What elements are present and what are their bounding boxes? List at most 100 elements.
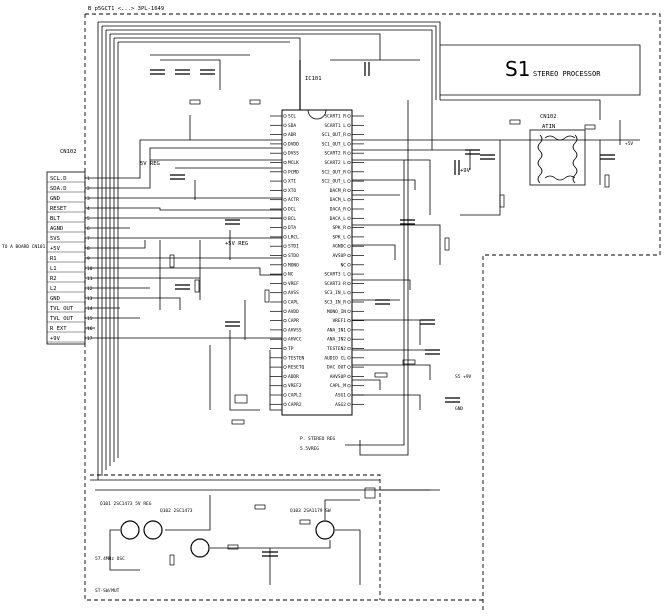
ic-pin-label: SC3_IN_L — [324, 290, 346, 296]
header-ref-label: B p5GCT1 <...> 3PL-1649 — [88, 6, 164, 12]
ic-pin-label: AVSS — [288, 290, 299, 296]
ic-pin-label: AGNDC — [332, 244, 346, 250]
ic-pin-dot — [283, 188, 287, 193]
ic-pin-dot — [347, 244, 351, 248]
ic-pin-label: VREF2 — [288, 383, 302, 389]
ic-pin-dot — [283, 170, 287, 174]
ic-main: IC101 SCLSDAADRDVDDDVSSMCLKPCMDXTIXTOACT… — [270, 76, 364, 416]
bottom-section: Q101 2SC1473 5V REG Q102 2SC1473 Q103 2S… — [90, 474, 440, 600]
connector-pin-name: R2 — [50, 276, 57, 282]
ic-pin-dot — [283, 207, 287, 211]
ic-pin-label: NC — [288, 272, 294, 278]
ic-pin-dot — [347, 365, 351, 369]
ic-pin-label: STDO — [288, 253, 299, 259]
connector-pin-name: BLT — [50, 216, 61, 222]
ic-pin-label: CAPR2 — [288, 402, 302, 408]
label-9v: +9V — [460, 168, 471, 174]
ic-pin-label: MCLK — [288, 160, 299, 166]
ic-pin-dot — [347, 384, 351, 388]
ic-pin-label: AVSUP — [332, 253, 346, 259]
ic-pin-label: LRCL — [288, 234, 299, 240]
ic-pin-label: RESETQ — [288, 365, 305, 371]
ic-pin-label: SC1_OUT_L — [322, 141, 347, 147]
label-sw: S5 +9V — [455, 374, 472, 380]
top-wire-bundle — [97, 21, 441, 480]
left-wiring — [85, 54, 282, 411]
label-55v-reg: 5.5VREG — [300, 446, 319, 452]
ic-second-id: CN102 — [540, 114, 557, 120]
ic-pin-dot — [283, 281, 287, 286]
connector-pin-name: R EXT — [50, 326, 67, 332]
ic-pin-dot — [347, 170, 351, 174]
connector-side-label: TO A BOARD CN101 — [2, 244, 46, 250]
ic-pin-label: SCART3 R — [324, 281, 346, 287]
label-gnd: GND — [455, 406, 463, 412]
ic-pin-dot — [283, 365, 287, 369]
module-border — [440, 44, 641, 96]
ic-pin-dot — [347, 253, 351, 258]
ic-pin-dot — [347, 346, 351, 351]
ic-pin-label: DACM_L — [330, 197, 347, 203]
ic-pin-label: SCART1 L — [324, 123, 346, 129]
connector-pin-number: 11 — [87, 276, 93, 282]
connector-pin-number: 6 — [87, 226, 90, 232]
connector-pin-name: TVL OUT — [50, 306, 74, 312]
ic-second: CN102 ATIN — [529, 114, 586, 186]
transistor-q103 — [190, 538, 210, 558]
ic-pin-label: NC — [341, 262, 347, 268]
connector-pin-number: 15 — [87, 316, 93, 322]
ic-pin-dot — [347, 188, 351, 193]
connector-id: CN102 — [60, 149, 77, 155]
ic-pin-label: ASG1 — [335, 393, 346, 399]
ic-pin-label: SCART3 L — [324, 272, 346, 278]
connector-pin-name: R1 — [50, 256, 57, 262]
ic-pin-dot — [283, 160, 287, 165]
ic-pin-dot — [347, 132, 351, 137]
ic-pin-dot — [283, 142, 287, 146]
module-name: S1 — [505, 57, 530, 81]
ic-pin-dot — [283, 402, 287, 406]
ic-pin-label: CAPL2 — [288, 393, 302, 399]
ic-pin-dot — [347, 179, 351, 183]
connector-pin-name: TVL OUT — [50, 316, 74, 322]
connector-pin-name: 5VS — [50, 236, 60, 242]
ic-pin-label: DVDD — [288, 141, 299, 147]
ic-pin-dot — [347, 393, 351, 397]
connector-pin-number: 8 — [87, 246, 90, 252]
ic-pin-label: SCART2 R — [324, 151, 346, 157]
right-wiring — [299, 59, 640, 456]
label-reg: +5V REG — [225, 241, 248, 247]
ic-pin-dot — [283, 356, 287, 360]
connector-pin-number: 14 — [87, 306, 93, 312]
ic-pin-label: DVSS — [288, 151, 299, 157]
connector-pin-number: 7 — [87, 236, 90, 242]
ic-pin-dot — [347, 356, 351, 360]
ic-pin-dot — [347, 281, 351, 286]
ic-pin-label: MONO_IN — [327, 309, 346, 315]
bottom-q102-label: Q102 2SC1473 — [160, 508, 193, 514]
ic-pin-dot — [283, 225, 287, 230]
bottom-q101-label: Q101 2SC1473 5V REG — [100, 501, 152, 507]
ic-pin-dot — [347, 263, 351, 267]
connector-pin-name: SCL.D — [50, 176, 67, 182]
ic-pin-label: VREF1 — [332, 318, 346, 324]
ic-pin-dot — [283, 309, 287, 313]
ic-pin-label: CAPR — [288, 318, 299, 324]
ic-pin-dot — [283, 328, 287, 332]
ic-pin-label: SC3_IN_R — [324, 300, 346, 306]
ic-pin-label: STDI — [288, 244, 299, 250]
ic-pin-dot — [283, 123, 287, 127]
connector-pin-name: +9V — [50, 336, 61, 342]
ic-pin-label: SPK_L — [332, 234, 346, 240]
ic-pin-label: XTO — [288, 188, 296, 194]
ic-pin-dot — [347, 318, 351, 323]
ic-pin-dot — [347, 198, 351, 202]
connector-pin-number: 10 — [87, 266, 93, 272]
ic-pin-dot — [283, 253, 287, 258]
connector-pin-number: 1 — [87, 176, 90, 182]
ic-pin-label: PCMD — [288, 169, 299, 175]
connector-pin-name: L2 — [50, 286, 57, 292]
ic-pin-dot — [347, 207, 351, 211]
ic-pin-dot — [283, 132, 287, 137]
ic-pin-dot — [347, 235, 351, 239]
